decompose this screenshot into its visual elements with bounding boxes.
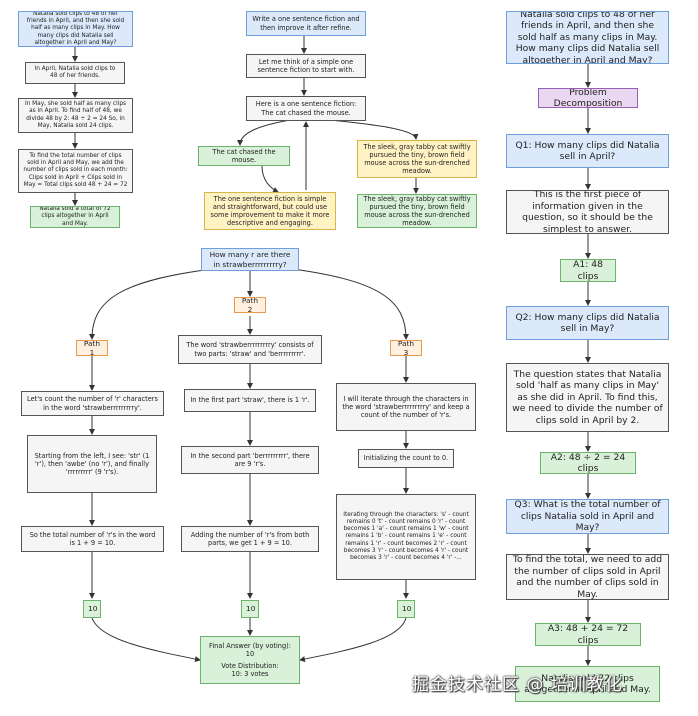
d3-question-text: How many r are there in strawberrrrrrrrr… (209, 250, 291, 269)
d1-step2-node: In May, she sold half as many clips as i… (18, 98, 133, 133)
d3-p2-result: 10 (241, 600, 259, 618)
d3-p1-step-a: Let's count the number of 'r' characters… (21, 391, 164, 416)
d4-decomposition-node: Problem Decomposition (538, 88, 638, 108)
d2-draft-node: Here is a one sentence fiction: The cat … (246, 96, 366, 121)
d3-p1-step-b-text: Starting from the left, I see: 'str' (1 … (34, 451, 150, 477)
d3-path3-label: Path 3 (397, 340, 415, 356)
d4-q2-text: Q2: How many clips did Natalia sell in M… (515, 311, 660, 335)
d4-question-node: Natalia sold clips to 48 of her friends … (506, 11, 669, 64)
d3-p3-step-a-text: I will iterate through the characters in… (342, 394, 470, 420)
d3-question-node: How many r are there in strawberrrrrrrrr… (201, 248, 299, 271)
d1-step1-node: In April, Natalia sold clips to 48 of he… (25, 62, 125, 84)
d3-p2-step-c: In the second part 'berrrrrrrrr', there … (181, 446, 319, 474)
d3-p2-step-a: The word 'strawberrrrrrrrry' consists of… (178, 335, 322, 364)
d3-p1-step-b: Starting from the left, I see: 'str' (1 … (27, 435, 157, 493)
d4-a2-text: A2: 48 ÷ 2 = 24 clips (550, 452, 626, 474)
d2-draft-text: Here is a one sentence fiction: The cat … (255, 100, 357, 117)
d4-r2-text: The question states that Natalia sold 'h… (512, 368, 663, 426)
d4-r1-text: This is the first piece of information g… (522, 190, 653, 234)
d3-p3-step-a: I will iterate through the characters in… (336, 383, 476, 431)
d3-p2-step-d: Adding the number of 'r's from both part… (181, 526, 319, 552)
d4-r2-node: The question states that Natalia sold 'h… (506, 363, 669, 432)
d3-path3-node: Path 3 (390, 340, 422, 356)
d2-draft-short-text: The cat chased the mouse. (212, 147, 276, 164)
d2-critique-text: The one sentence fiction is simple and s… (210, 194, 330, 228)
d1-step1-text: In April, Natalia sold clips to 48 of he… (34, 65, 116, 79)
d3-path1-label: Path 1 (83, 340, 101, 356)
d2-critique-node: The one sentence fiction is simple and s… (204, 192, 336, 230)
d3-path2-label: Path 2 (241, 297, 259, 313)
d2-instruction-node: Write a one sentence fiction and then im… (246, 11, 366, 36)
d3-p1-step-c-text: So the total number of 'r's in the word … (29, 530, 156, 547)
d4-q1-node: Q1: How many clips did Natalia sell in A… (506, 134, 669, 168)
d3-final-votes: 10: 3 votes (231, 670, 269, 679)
d4-a1-text: A1: 48 clips (573, 259, 603, 282)
d4-r1-node: This is the first piece of information g… (506, 190, 669, 234)
d4-a1-node: A1: 48 clips (560, 259, 616, 282)
d3-p2-step-b: In the first part 'straw', there is 1 'r… (184, 389, 316, 412)
d3-final-title: Final Answer (by voting): 10 (209, 641, 291, 658)
d3-final-vote-label: Vote Distribution: (221, 662, 279, 670)
d2-instruction-text: Write a one sentence fiction and then im… (252, 15, 360, 32)
d3-path1-node: Path 1 (76, 340, 108, 356)
d3-p1-result-text: 10 (88, 604, 98, 614)
d3-p2-step-a-text: The word 'strawberrrrrrrrry' consists of… (186, 341, 314, 358)
d3-p1-step-a-text: Let's count the number of 'r' characters… (27, 395, 158, 412)
d3-p2-step-b-text: In the first part 'straw', there is 1 'r… (190, 396, 310, 405)
d1-question-text: Natalia sold clips to 48 of her friends … (26, 11, 125, 46)
d1-step3-text: To find the total number of clips sold i… (23, 152, 128, 188)
d4-r3-text: To find the total, we need to add the nu… (512, 554, 663, 600)
d4-a3-text: A3: 48 + 24 = 72 clips (547, 623, 629, 646)
d3-p2-result-text: 10 (246, 604, 256, 614)
d2-think-node: Let me think of a simple one sentence fi… (246, 54, 366, 78)
d3-final-answer-node: Final Answer (by voting): 10 Vote Distri… (200, 636, 300, 684)
d4-question-text: Natalia sold clips to 48 of her friends … (515, 11, 660, 64)
d2-think-text: Let me think of a simple one sentence fi… (257, 57, 355, 74)
d3-p3-step-b: Initializing the count to 0. (358, 449, 454, 468)
d3-path2-node: Path 2 (234, 297, 266, 313)
d3-p1-result: 10 (83, 600, 101, 618)
d2-refined-node: The sleek, gray tabby cat swiftly pursue… (357, 140, 477, 178)
d4-a3-node: A3: 48 + 24 = 72 clips (535, 623, 641, 646)
d2-final-node: The sleek, gray tabby cat swiftly pursue… (357, 194, 477, 228)
d3-p3-step-c-text: Iterating through the characters: 's' - … (343, 511, 469, 562)
d2-refined-text: The sleek, gray tabby cat swiftly pursue… (363, 142, 471, 176)
d2-final-text: The sleek, gray tabby cat swiftly pursue… (363, 194, 471, 228)
d3-p3-step-b-text: Initializing the count to 0. (363, 454, 449, 463)
d4-final-node: Natalia sold 72 clips altogether in Apri… (515, 666, 660, 702)
d3-p2-step-d-text: Adding the number of 'r's from both part… (190, 530, 310, 547)
d3-p3-step-c: Iterating through the characters: 's' - … (336, 494, 476, 580)
d4-a2-node: A2: 48 ÷ 2 = 24 clips (540, 452, 636, 474)
watermark: 掘金技术社区 @ 培训教化 (412, 675, 623, 695)
d4-q1-text: Q1: How many clips did Natalia sell in A… (515, 139, 660, 163)
d1-answer-node: Natalia sold a total of 72 clips altoget… (30, 206, 120, 228)
d4-final-text: Natalia sold 72 clips altogether in Apri… (524, 672, 651, 696)
d1-question-node: Natalia sold clips to 48 of her friends … (18, 11, 133, 47)
d3-p3-result-text: 10 (402, 604, 412, 614)
d3-p2-step-c-text: In the second part 'berrrrrrrrr', there … (190, 451, 310, 468)
d1-answer-text: Natalia sold a total of 72 clips altoget… (39, 206, 111, 227)
d4-q3-node: Q3: What is the total number of clips Na… (506, 499, 669, 534)
d1-step3-node: To find the total number of clips sold i… (18, 149, 133, 193)
d3-p1-step-c: So the total number of 'r's in the word … (21, 526, 164, 552)
d4-decomposition-text: Problem Decomposition (553, 88, 623, 108)
d1-step2-text: In May, she sold half as many clips as i… (24, 101, 127, 129)
d3-p3-result: 10 (397, 600, 415, 618)
d4-q3-text: Q3: What is the total number of clips Na… (514, 499, 661, 534)
d2-draft-short-node: The cat chased the mouse. (198, 146, 290, 166)
d4-r3-node: To find the total, we need to add the nu… (506, 554, 669, 600)
d4-q2-node: Q2: How many clips did Natalia sell in M… (506, 306, 669, 340)
